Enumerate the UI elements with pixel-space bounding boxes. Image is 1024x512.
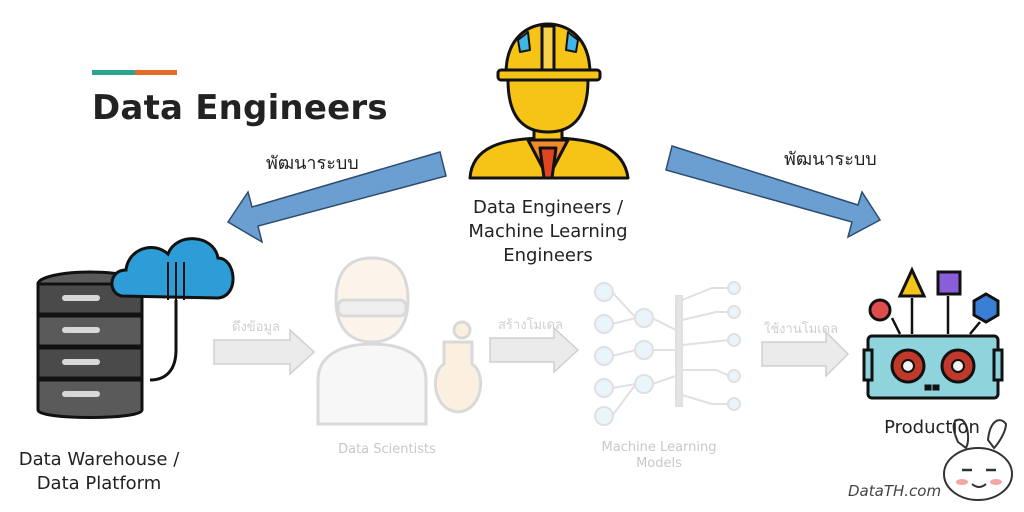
- warehouse-label-line1: Data Warehouse /: [18, 449, 180, 470]
- develop-label-right: พัฒนาระบบ: [784, 149, 877, 170]
- engineer-label-line3: Engineers: [503, 245, 593, 266]
- neural-network-icon: [594, 281, 741, 426]
- page-title: Data Engineers: [92, 88, 388, 128]
- models-label-line2: Models: [636, 456, 682, 471]
- arrow-build-model: [489, 326, 580, 374]
- warehouse-label-line2: Data Platform: [36, 473, 162, 494]
- pull-data-label: ดึงข้อมูล: [232, 320, 281, 335]
- build-model-label: สร้างโมเดล: [498, 318, 563, 333]
- engineer-icon: [468, 22, 630, 180]
- models-label-line1: Machine Learning: [601, 440, 717, 455]
- database-cloud-icon: [36, 237, 235, 419]
- brand-watermark: DataTH.com: [848, 482, 942, 500]
- arrow-develop-left: [226, 151, 447, 244]
- engineer-label: Data Engineers / Machine Learning Engine…: [448, 196, 648, 268]
- accent-bar-orange: [135, 70, 177, 75]
- arrow-develop-right: [665, 145, 882, 239]
- production-label: Production: [884, 417, 980, 438]
- use-model-label: ใช้งานโมเดล: [764, 322, 839, 337]
- arrow-use-model: [761, 330, 850, 378]
- production-machine-icon: [862, 266, 1004, 400]
- warehouse-label: Data Warehouse / Data Platform: [4, 448, 194, 496]
- engineer-label-line2: Machine Learning: [468, 221, 628, 242]
- accent-bar-teal: [92, 70, 135, 75]
- scientists-label: Data Scientists: [338, 442, 436, 457]
- scientist-icon: [316, 256, 482, 426]
- rabbit-mascot-icon: [943, 418, 1013, 501]
- models-label: Machine Learning Models: [584, 440, 734, 472]
- develop-label-left: พัฒนาระบบ: [266, 153, 359, 174]
- engineer-label-line1: Data Engineers /: [472, 197, 624, 218]
- arrow-pull-data: [213, 328, 316, 376]
